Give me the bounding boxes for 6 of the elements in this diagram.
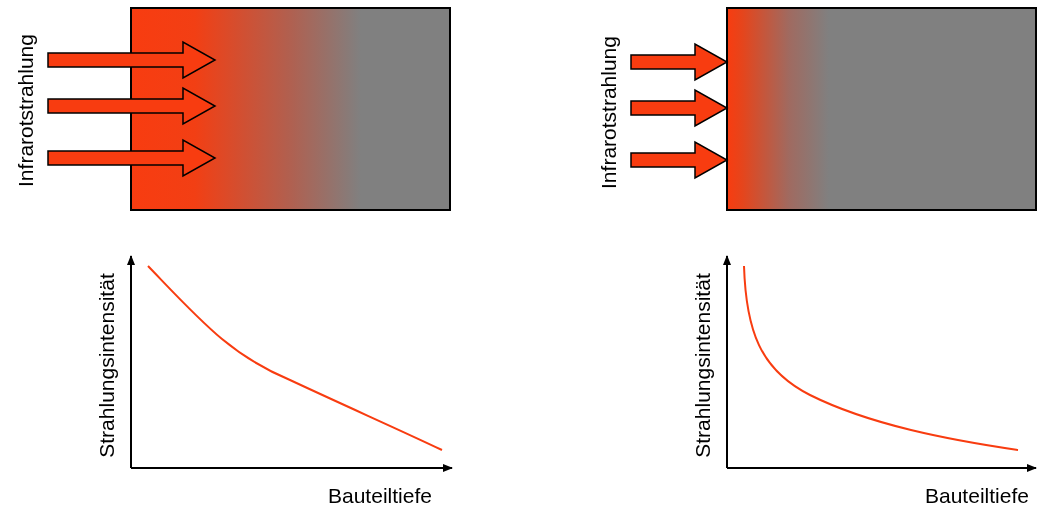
side-label: Infrarotstrahlung bbox=[597, 35, 619, 189]
axis-label: Strahlungsintensität bbox=[95, 272, 117, 458]
axis-label: Strahlungsintensität bbox=[691, 272, 713, 458]
axis-label: Bauteiltiefe bbox=[328, 484, 432, 506]
axis-label: Bauteiltiefe bbox=[925, 484, 1029, 506]
side-label: Infrarotstrahlung bbox=[14, 33, 36, 187]
